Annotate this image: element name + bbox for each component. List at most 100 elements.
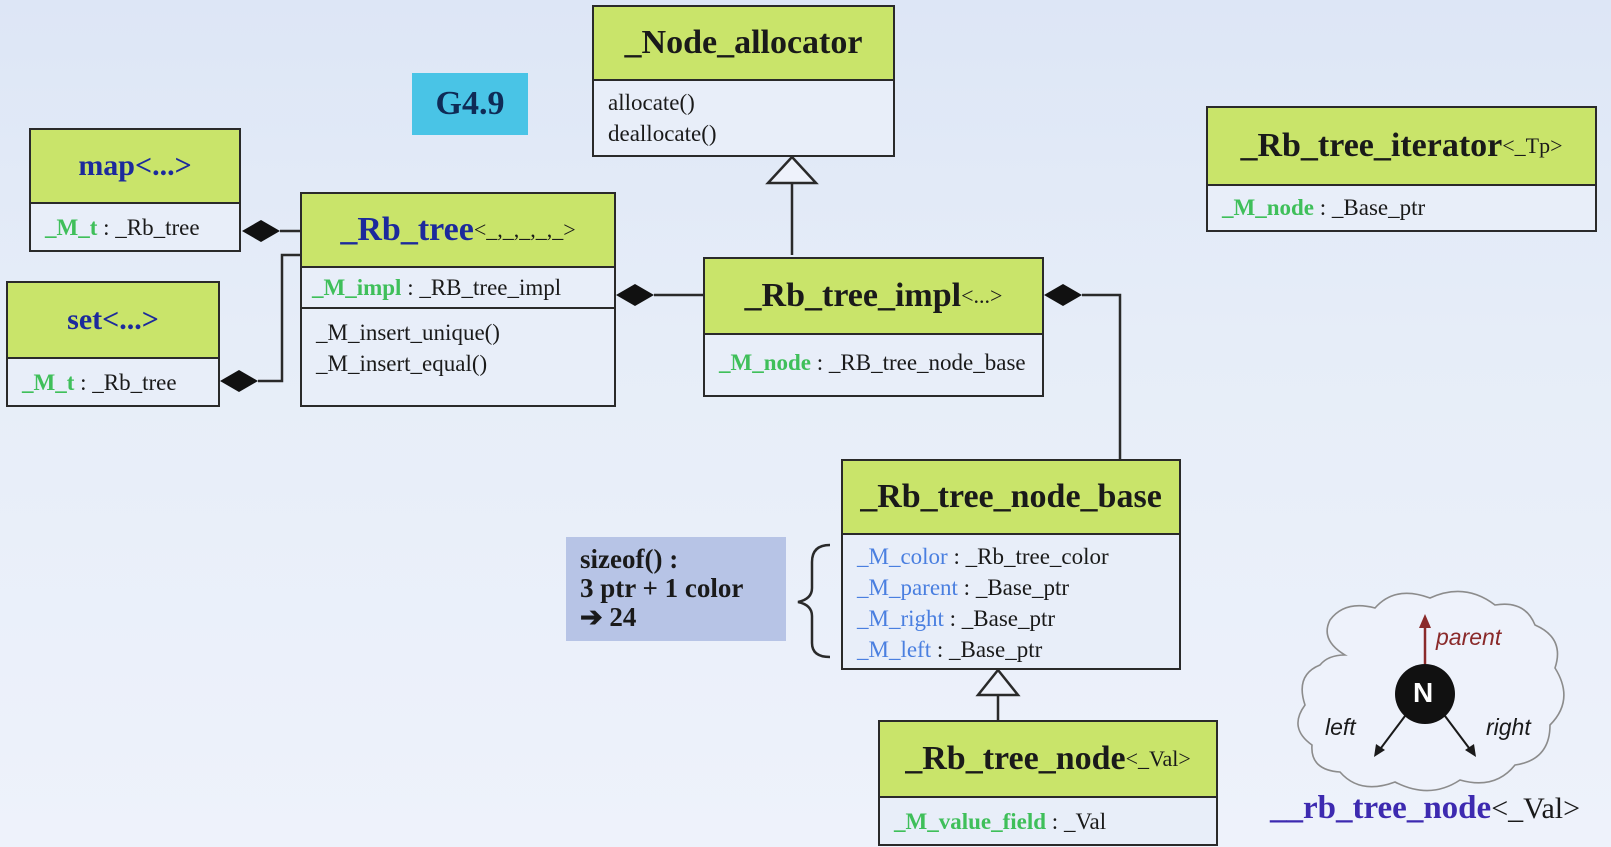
rb-tree-impl-field-type: _RB_tree_node_base — [828, 350, 1026, 375]
rb-tree-impl-field-sep: : — [811, 350, 829, 375]
set-field-sep: : — [74, 370, 93, 395]
inheritance-arrow-node-base — [975, 667, 1021, 697]
rb-tree-fields: _M_impl : _RB_tree_impl — [302, 268, 614, 307]
rb-tree-methods: _M_insert_unique() _M_insert_equal() — [302, 307, 614, 387]
parent-arrowhead — [1419, 614, 1431, 628]
node-allocator-name: _Node_allocator — [624, 24, 863, 61]
set-field-name: _M_t — [22, 370, 75, 395]
method-allocate: allocate() — [608, 90, 695, 115]
field-right-name: _M_right — [857, 606, 944, 631]
rb-tree-node-base-name: _Rb_tree_node_base — [860, 478, 1162, 515]
rb-tree-node-field-type: _Val — [1063, 809, 1107, 834]
caption-tparams: <_Val> — [1491, 792, 1581, 825]
set-field-type: _Rb_tree — [92, 370, 177, 395]
map-fields: _M_t : _Rb_tree — [31, 204, 239, 249]
method-deallocate: deallocate() — [608, 121, 717, 146]
sizeof-note: sizeof() : 3 ptr + 1 color ➔ 24 — [566, 537, 786, 641]
map-class: map<...> _M_t : _Rb_tree — [29, 128, 241, 252]
left-pointer-arrow — [1377, 715, 1406, 753]
rb-tree-node-tparams: <_Val> — [1125, 746, 1191, 771]
field-parent-name: _M_parent — [857, 575, 958, 600]
impl-composition-line — [1082, 293, 1122, 459]
tree-node-circle — [1395, 664, 1455, 724]
rb-tree-iterator-field-sep: : — [1314, 195, 1332, 220]
rb-tree-field-type: _RB_tree_impl — [419, 275, 562, 300]
map-field-sep: : — [97, 215, 116, 240]
rb-tree-impl-tparams: <...> — [961, 283, 1003, 308]
left-label: left — [1325, 714, 1356, 740]
field-left-type: _Base_ptr — [949, 637, 1043, 662]
rb-tree-node-field-name: _M_value_field — [894, 809, 1047, 834]
inheritance-arrow-allocator — [765, 155, 819, 185]
set-header: set<...> — [8, 283, 218, 359]
node-base-field-row: _M_color : _Rb_tree_color — [857, 541, 1165, 572]
field-parent-type: _Base_ptr — [975, 575, 1070, 600]
left-arrowhead — [1374, 744, 1385, 757]
right-label: right — [1486, 714, 1531, 740]
node-base-field-row: _M_left : _Base_ptr — [857, 634, 1165, 665]
map-name: map<...> — [78, 149, 192, 182]
rb-tree-node-field-sep: : — [1046, 809, 1064, 834]
field-left-name: _M_left — [857, 637, 932, 662]
map-field-name: _M_t — [45, 215, 98, 240]
impl-composition-diamond — [1044, 284, 1082, 306]
node-base-field-row: _M_parent : _Base_ptr — [857, 572, 1165, 603]
method-insert-unique: _M_insert_unique() — [316, 320, 500, 345]
map-composition-diamond — [242, 220, 280, 242]
set-name: set<...> — [67, 303, 159, 336]
rb-tree-iterator-field-name: _M_node — [1222, 195, 1314, 220]
set-fields: _M_t : _Rb_tree — [8, 359, 218, 404]
node-allocator-methods: allocate() deallocate() — [594, 81, 893, 155]
set-class: set<...> _M_t : _Rb_tree — [6, 281, 220, 407]
sizeof-line3: ➔ 24 — [580, 602, 637, 632]
rb-tree-impl-fields: _M_node : _RB_tree_node_base — [705, 335, 1042, 384]
method-insert-equal: _M_insert_equal() — [316, 351, 488, 376]
set-composition-line — [258, 253, 300, 383]
right-arrowhead — [1465, 744, 1476, 757]
version-label: G4.9 — [435, 85, 505, 122]
parent-label: parent — [1436, 624, 1502, 650]
field-right-sep: : — [943, 606, 962, 631]
field-color-type: _Rb_tree_color — [965, 544, 1109, 569]
rb-tree-node-base-fields: _M_color : _Rb_tree_color _M_parent : _B… — [843, 535, 1179, 671]
sizeof-brace — [797, 543, 831, 659]
rb-tree-node-base-header: _Rb_tree_node_base — [843, 461, 1179, 535]
set-composition-diamond — [220, 370, 258, 392]
map-field-type: _Rb_tree — [115, 215, 200, 240]
sizeof-line1: sizeof() : — [580, 544, 679, 574]
rb-tree-name: _Rb_tree — [340, 211, 474, 248]
rb-tree-node-base-class: _Rb_tree_node_base _M_color : _Rb_tree_c… — [841, 459, 1181, 670]
field-color-name: _M_color — [857, 544, 948, 569]
field-color-sep: : — [947, 544, 966, 569]
rb-tree-node-header: _Rb_tree_node<_Val> — [880, 722, 1216, 798]
rb-tree-field-name: _M_impl — [312, 275, 402, 300]
node-allocator-class: _Node_allocator allocate() deallocate() — [592, 5, 895, 157]
rb-tree-node-name: _Rb_tree_node — [905, 740, 1126, 777]
rb-tree-iterator-name: _Rb_tree_iterator — [1240, 127, 1503, 164]
rb-tree-impl-field-name: _M_node — [719, 350, 811, 375]
field-right-type: _Base_ptr — [961, 606, 1056, 631]
rb-tree-tparams: <_,_,_,_,_> — [473, 217, 576, 242]
right-pointer-arrow — [1444, 715, 1473, 753]
rb-tree-iterator-fields: _M_node : _Base_ptr — [1208, 186, 1595, 229]
rb-tree-class: _Rb_tree<_,_,_,_,_> _M_impl : _RB_tree_i… — [300, 192, 616, 407]
sizeof-line2: 3 ptr + 1 color — [580, 573, 744, 603]
caption-name: __rb_tree_node — [1270, 790, 1492, 826]
rb-tree-header: _Rb_tree<_,_,_,_,_> — [302, 194, 614, 268]
rb-tree-node-class: _Rb_tree_node<_Val> _M_value_field : _Va… — [878, 720, 1218, 846]
rbtree-composition-diamond — [616, 284, 654, 306]
rb-tree-impl-name: _Rb_tree_impl — [744, 277, 962, 314]
rb-tree-node-fields: _M_value_field : _Val — [880, 798, 1216, 843]
tree-node-letter: N — [1413, 677, 1434, 708]
version-badge: G4.9 — [412, 73, 528, 135]
rb-tree-impl-header: _Rb_tree_impl<...> — [705, 259, 1042, 335]
field-parent-sep: : — [957, 575, 976, 600]
rb-tree-field-sep: : — [401, 275, 420, 300]
node-base-field-row: _M_right : _Base_ptr — [857, 603, 1165, 634]
map-header: map<...> — [31, 130, 239, 204]
rb-tree-iterator-class: _Rb_tree_iterator<_Tp> _M_node : _Base_p… — [1206, 106, 1597, 232]
rb-tree-iterator-field-type: _Base_ptr — [1331, 195, 1426, 220]
tree-node-caption: __rb_tree_node<_Val> — [1270, 790, 1580, 827]
rb-tree-impl-class: _Rb_tree_impl<...> _M_node : _RB_tree_no… — [703, 257, 1044, 397]
